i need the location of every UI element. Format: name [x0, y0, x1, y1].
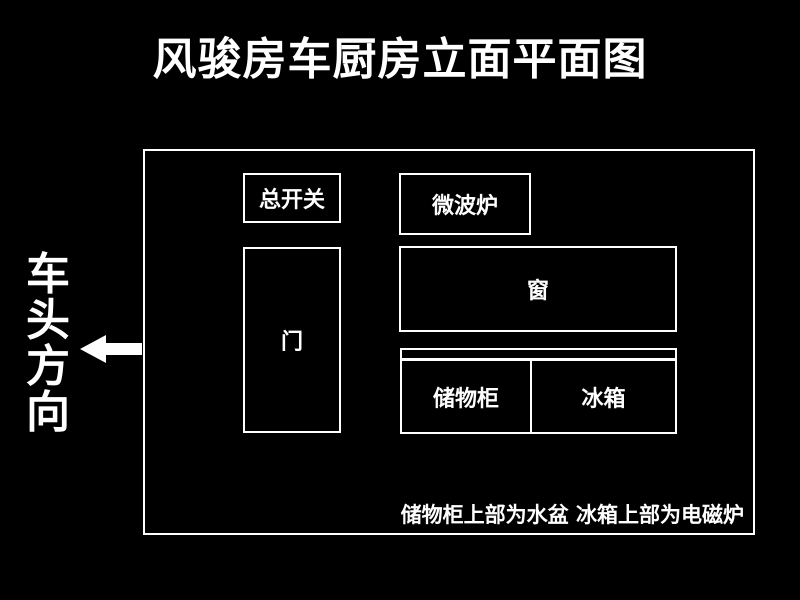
fridge-label: 冰箱 [581, 386, 626, 412]
main-switch-label: 总开关 [258, 188, 325, 213]
footnote: 储物柜上部为水盆 冰箱上部为电磁炉 [400, 503, 744, 527]
left-arrow-icon [80, 335, 142, 363]
microwave-box: 微波炉 [399, 173, 531, 235]
window-label: 窗 [526, 279, 549, 304]
window-box: 窗 [399, 246, 677, 332]
diagram-title: 风骏房车厨房立面平面图 [152, 34, 648, 85]
door-label: 门 [280, 330, 303, 355]
kitchen-plan-frame [143, 149, 755, 535]
storage-cabinet-box: 储物柜 [400, 359, 532, 434]
fridge-box: 冰箱 [530, 359, 677, 434]
microwave-label: 微波炉 [431, 194, 498, 219]
storage-cabinet-label: 储物柜 [432, 386, 499, 412]
vehicle-front-direction-label: 车头方向 [26, 249, 70, 438]
main-switch-box: 总开关 [243, 173, 341, 223]
door-box: 门 [243, 247, 341, 433]
